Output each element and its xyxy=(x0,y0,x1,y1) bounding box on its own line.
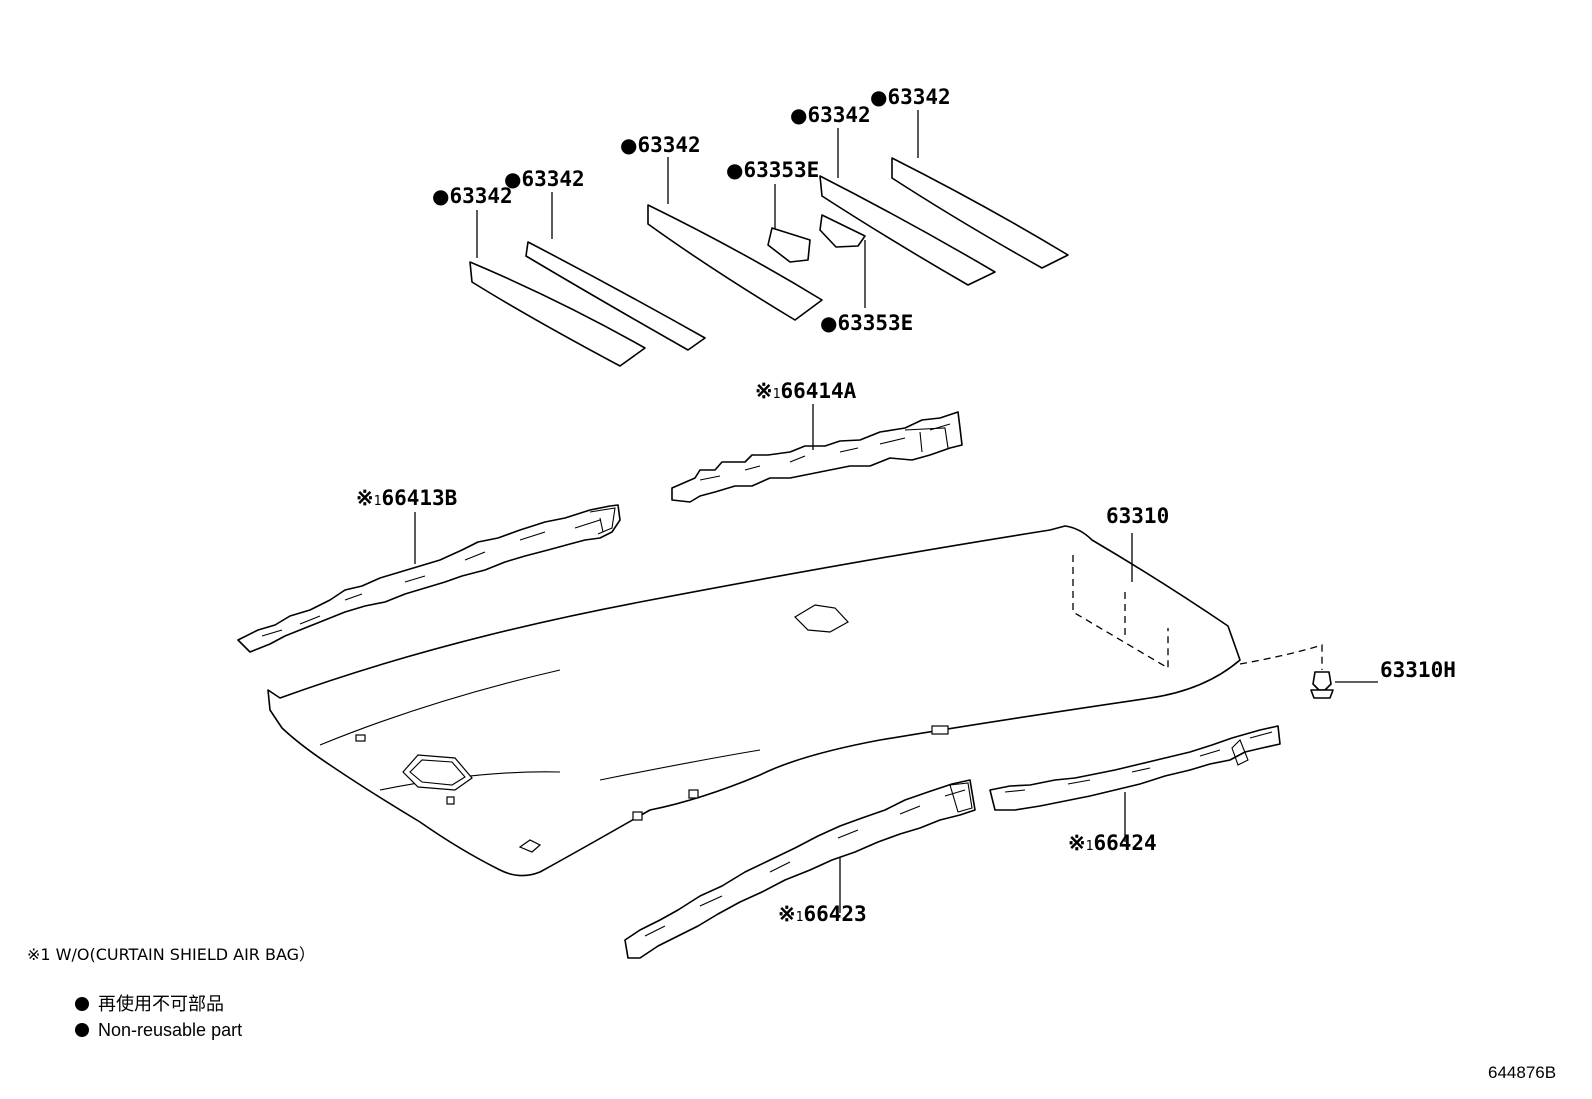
legend-text-ja: 再使用不可部品 xyxy=(98,994,224,1014)
roof-pad-strips xyxy=(469,157,1069,367)
part-label-63342-2: ●63342 xyxy=(504,167,585,191)
legend-bullet-icon xyxy=(75,1023,89,1037)
legend-bullet-icon xyxy=(75,997,89,1011)
part-label-63310: 63310 xyxy=(1106,504,1169,528)
part-label-63342-1: ●63342 xyxy=(432,184,513,208)
drawing-id: 644876B xyxy=(1488,1063,1556,1082)
part-label-66423: ※166423 xyxy=(778,902,867,926)
part-label-63342-5: ●63342 xyxy=(870,85,951,109)
part-label-66414a: ※166414A xyxy=(755,379,857,403)
part-label-63353e-2: ●63353E xyxy=(820,311,913,335)
part-label-63353e-1: ●63353E xyxy=(726,158,819,182)
pad-strip-3 xyxy=(647,204,823,321)
roof-headliner-63310 xyxy=(267,525,1323,877)
pad-strip-6 xyxy=(891,157,1069,269)
part-label-63342-4: ●63342 xyxy=(790,103,871,127)
clip-rail-66413b xyxy=(237,504,621,653)
footnote-curtain-shield: ※1 W/O(CURTAIN SHIELD AIR BAG） xyxy=(27,945,315,964)
top-leaders xyxy=(476,110,919,308)
part-label-66424: ※166424 xyxy=(1068,831,1157,855)
part-label-66413b: ※166413B xyxy=(356,486,457,510)
pad-strip-2 xyxy=(525,241,706,351)
legend: 再使用不可部品 Non-reusable part xyxy=(75,994,242,1040)
clip-63310h xyxy=(1310,671,1378,699)
legend-text-en: Non-reusable part xyxy=(98,1020,242,1040)
part-label-63342-3: ●63342 xyxy=(620,133,701,157)
pad-strip-1 xyxy=(469,261,646,367)
pad-strip-5 xyxy=(819,175,996,286)
clip-rail-66424 xyxy=(989,725,1281,842)
clip-rail-66414a xyxy=(671,404,963,503)
pad-block-7 xyxy=(819,214,866,248)
part-label-63310h: 63310H xyxy=(1380,658,1456,682)
clip-rail-66423 xyxy=(624,779,976,959)
part-labels: ●63342 ●63342 ●63342 ●63353E ●63342 ●633… xyxy=(356,85,1456,926)
pad-block-4 xyxy=(767,227,811,263)
